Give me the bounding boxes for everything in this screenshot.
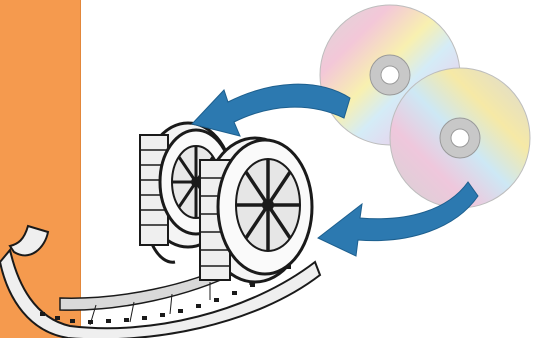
optical-disc-icon — [389, 67, 531, 209]
film-strip-icon — [0, 224, 322, 338]
curved-arrow-left-icon — [191, 83, 351, 137]
curved-arrow-left-icon — [317, 181, 479, 257]
film-reel-icon — [199, 136, 314, 284]
